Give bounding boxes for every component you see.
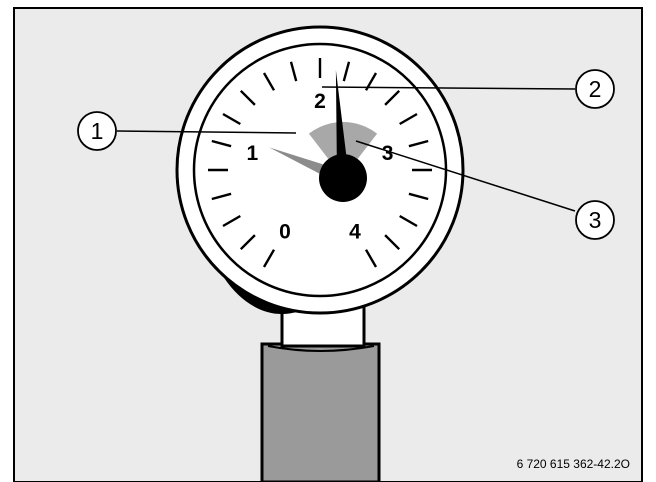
- pipe-collar-base: [267, 345, 375, 352]
- gauge-tick: [399, 214, 418, 228]
- gauge-tick: [222, 112, 241, 126]
- gauge-tick: [262, 249, 276, 268]
- scale-label-0: 0: [279, 221, 291, 244]
- gauge-tick: [239, 89, 256, 106]
- gauge-tick: [211, 139, 232, 148]
- callout-1-number: 1: [91, 118, 104, 144]
- gauge-tick: [262, 72, 276, 91]
- callout-3-circle: [575, 200, 615, 240]
- gauge-tick: [384, 234, 401, 251]
- scale-label-3: 3: [382, 142, 394, 165]
- scale-label-4: 4: [349, 221, 361, 244]
- gauge-tick: [222, 214, 241, 228]
- gauge-tick: [384, 89, 401, 106]
- scale-label-2: 2: [314, 90, 326, 113]
- callout-2-circle: [575, 69, 615, 109]
- figure-id: 6 720 615 362-42.2O: [517, 457, 630, 471]
- callout-1-leader: [116, 130, 297, 134]
- callout-1-circle: [77, 111, 117, 151]
- gauge-tick: [408, 139, 429, 148]
- gauge-tick: [364, 249, 378, 268]
- pipe: [260, 342, 381, 482]
- callout-3-number: 3: [589, 207, 602, 233]
- gauge-tick: [342, 61, 351, 82]
- gauge-tick: [211, 192, 232, 201]
- callout-3-leader: [355, 140, 576, 212]
- gauge-tick: [289, 61, 298, 82]
- callout-2-number: 2: [589, 76, 602, 102]
- gauge-tick: [408, 192, 429, 201]
- gauge-tick: [239, 234, 256, 251]
- gauge-hub: [319, 154, 367, 202]
- gauge-ticks: [208, 58, 432, 268]
- gauge-tick: [399, 112, 418, 126]
- callout-2-leader: [321, 86, 576, 90]
- pressure-needle: [335, 70, 349, 179]
- scale-label-1: 1: [247, 142, 259, 165]
